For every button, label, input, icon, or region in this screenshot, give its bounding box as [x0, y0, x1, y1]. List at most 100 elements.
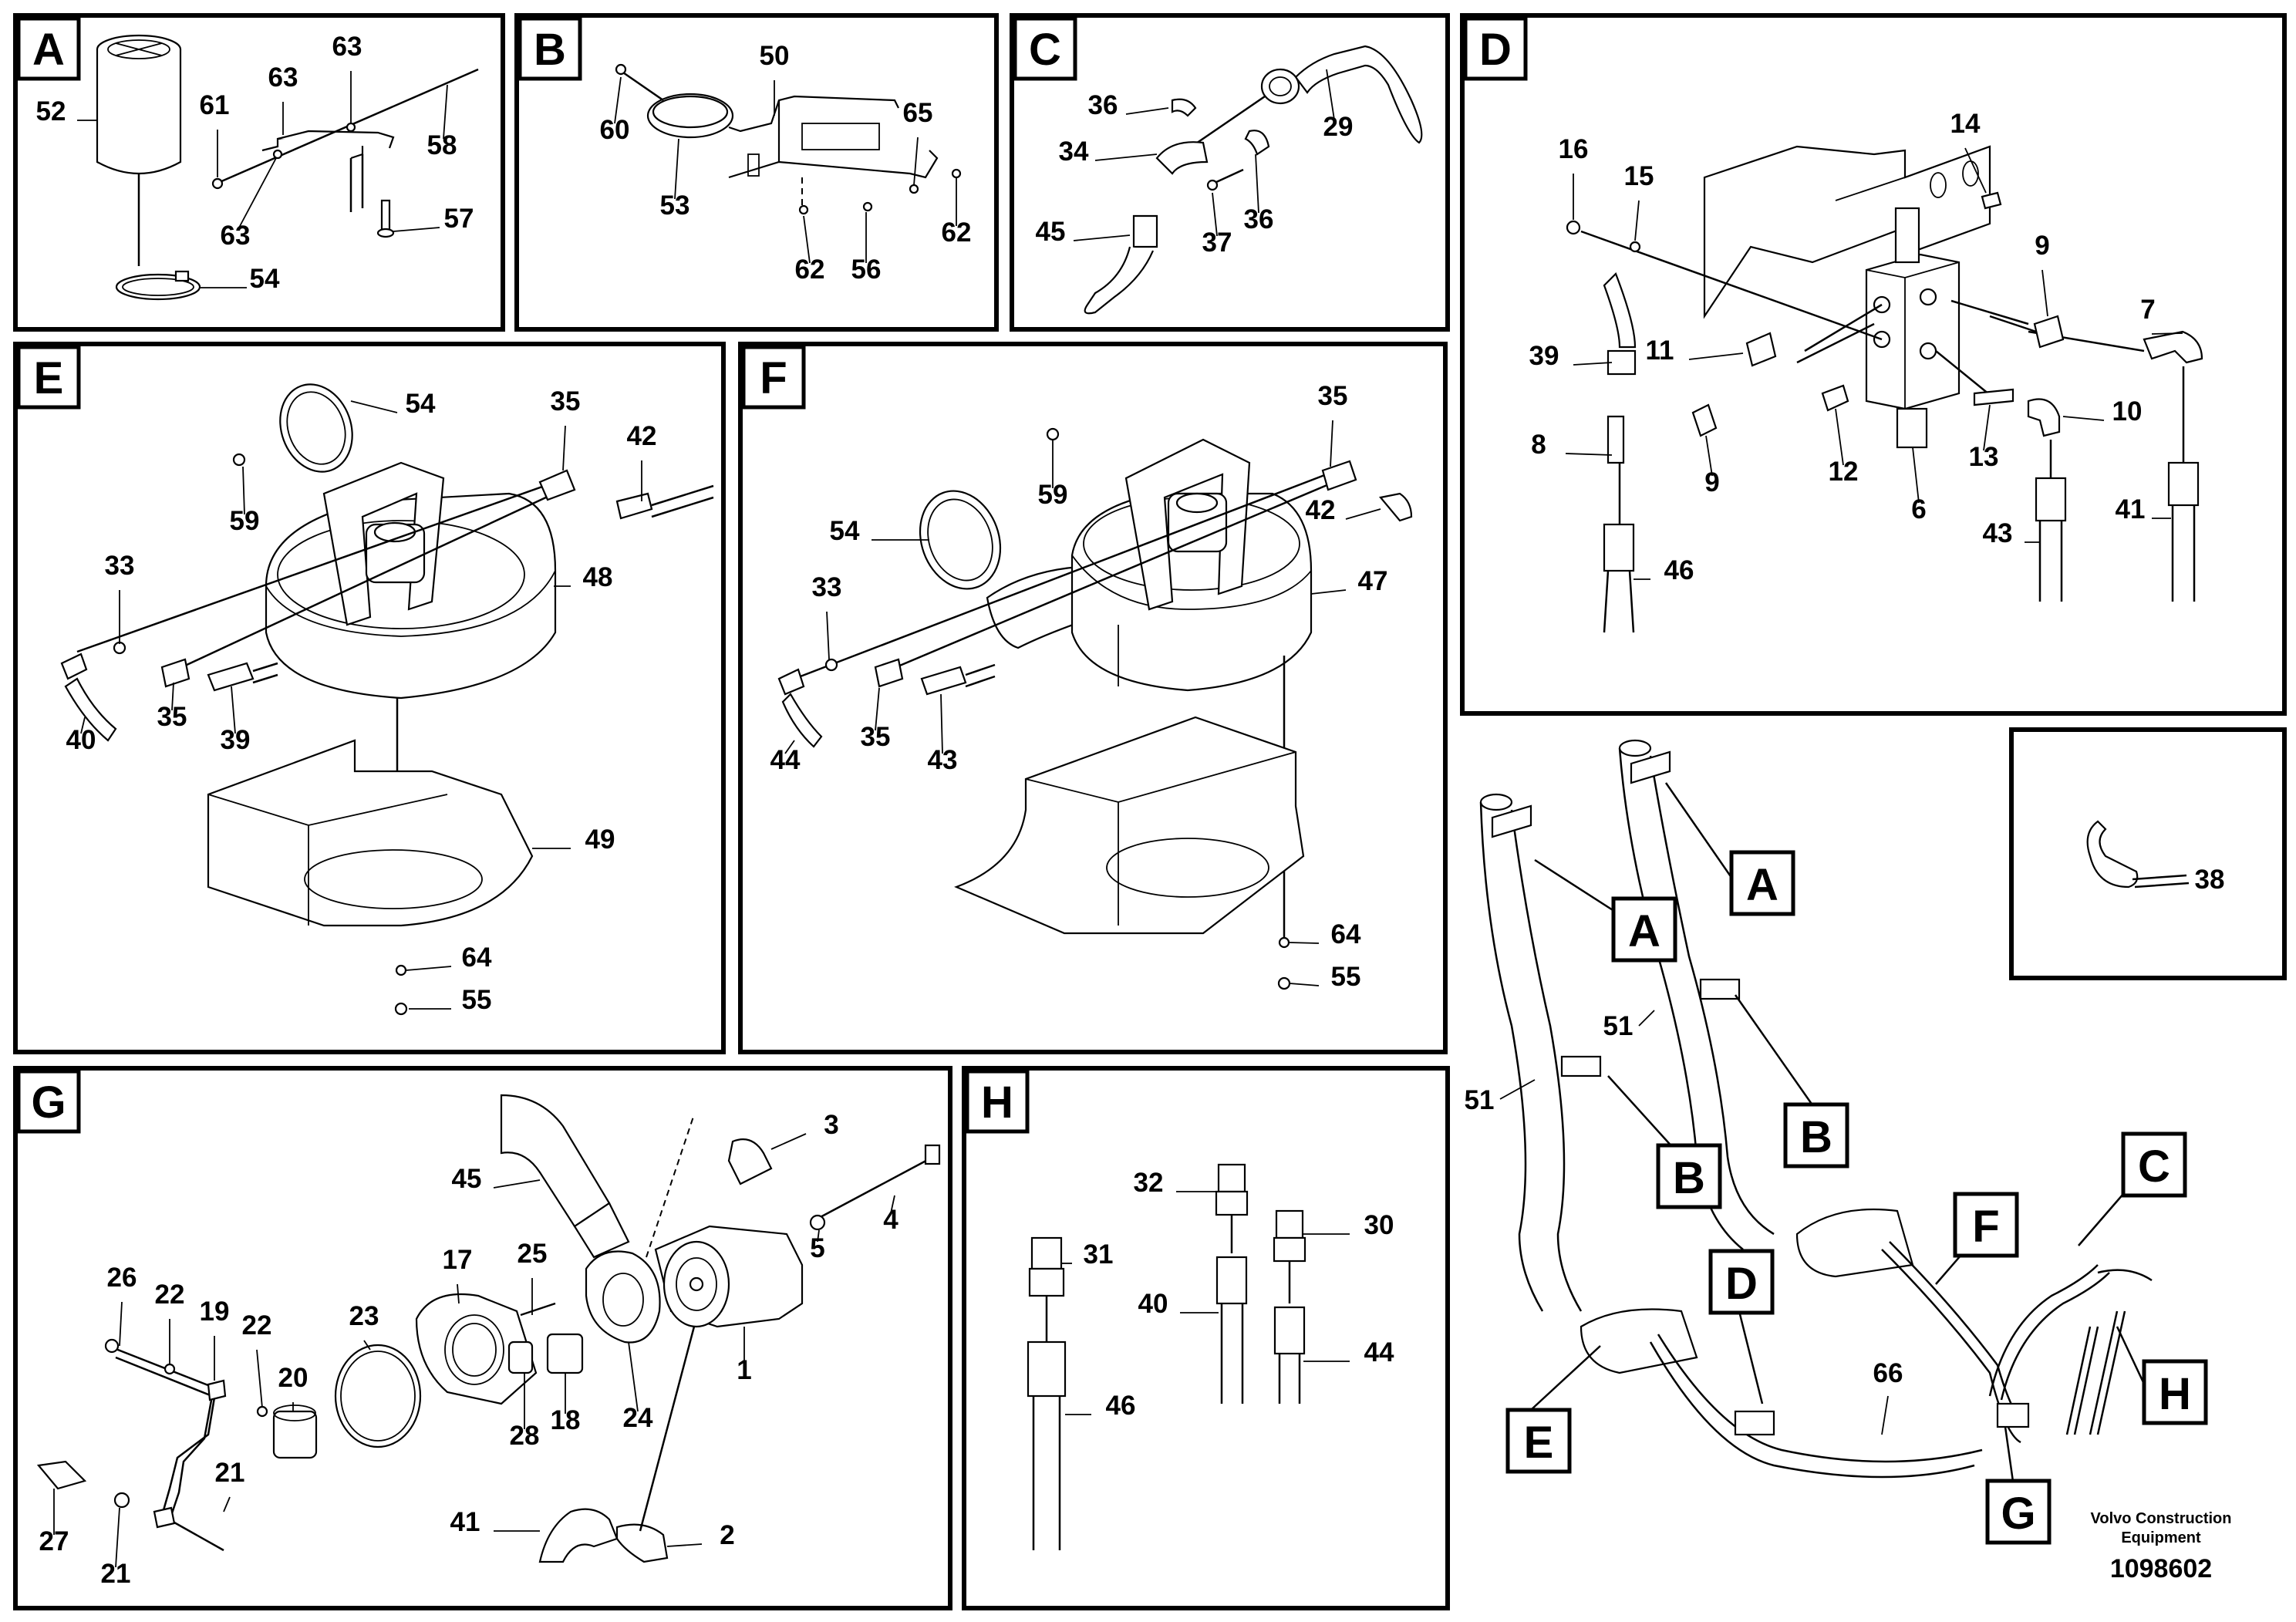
overview-part-51: 51 — [1465, 1085, 1495, 1115]
panel-d: D — [1460, 13, 2287, 716]
callout-panel-g-part-22: 22 — [155, 1280, 185, 1310]
footer-company-line1: Volvo Construction — [2091, 1510, 2232, 1527]
callout-panel-a-part-63: 63 — [268, 62, 298, 93]
callout-panel-a-part-54: 54 — [250, 264, 280, 294]
callout-panel-e-part-54: 54 — [406, 389, 436, 419]
leader-line — [913, 137, 919, 186]
tag-leader — [1530, 1345, 1601, 1411]
overview-tag-box — [1985, 1479, 2052, 1545]
callout-panel-g-part-25: 25 — [518, 1239, 548, 1269]
leader-line — [875, 687, 880, 731]
leader-line — [393, 227, 440, 232]
panel-e-tag: E — [34, 353, 64, 403]
leader-line — [803, 215, 811, 264]
tag-leader — [2078, 1187, 2129, 1246]
overview-tag-c: C — [2138, 1141, 2170, 1192]
callout-panel-f-part-35: 35 — [861, 722, 891, 752]
callout-panel-f-part-44: 44 — [770, 745, 801, 775]
overview-tag-box — [1611, 896, 1677, 963]
callout-panel-f-part-54: 54 — [830, 516, 860, 546]
callout-panel-h-part-32: 32 — [1134, 1168, 1164, 1198]
panel-c: C — [1010, 13, 1450, 332]
callout-panel-a-part-58: 58 — [427, 130, 457, 160]
callout-panel-a-part-57: 57 — [444, 204, 474, 234]
leader-line — [614, 76, 622, 124]
callout-panel-d-part-43: 43 — [1983, 518, 2013, 548]
overview-tag-h: H — [2159, 1369, 2191, 1419]
leader-line — [443, 84, 448, 140]
callout-panel-d-part-46: 46 — [1664, 555, 1694, 585]
callout-panel-g-part-4: 4 — [883, 1205, 899, 1235]
callout-panel-g-part-18: 18 — [551, 1405, 581, 1435]
overview-tag-box — [1505, 1408, 1572, 1474]
callout-panel-f-part-64: 64 — [1331, 919, 1361, 949]
panel-e: E — [13, 342, 726, 1054]
callout-panel-a-part-61: 61 — [200, 90, 230, 120]
callout-panel-b-part-62: 62 — [942, 218, 972, 248]
overview-tag-box — [1953, 1192, 2019, 1258]
leader-line — [890, 1195, 895, 1214]
callout-panel-e-part-40: 40 — [66, 725, 96, 755]
leader-line — [1983, 404, 1991, 451]
overview-assembly — [1479, 739, 2153, 1479]
leader-line — [493, 1179, 541, 1189]
inset-cable-tie — [2009, 727, 2287, 980]
callout-panel-g-part-21: 21 — [101, 1559, 131, 1589]
leader-line — [770, 1133, 807, 1150]
overview-tag-box — [1783, 1102, 1849, 1168]
overview-tag-box — [1656, 1143, 1722, 1209]
callout-panel-g-part-22: 22 — [242, 1310, 272, 1340]
callout-panel-g-part-24: 24 — [623, 1403, 653, 1433]
leader-line — [231, 686, 236, 734]
callout-panel-g-part-1: 1 — [737, 1355, 751, 1385]
callout-panel-g-part-3: 3 — [824, 1110, 838, 1140]
tag-leader — [1734, 994, 1822, 1117]
leader-line — [1289, 983, 1320, 986]
leader-line — [674, 138, 679, 200]
leader-line — [119, 1301, 123, 1347]
callout-panel-b-part-62: 62 — [795, 255, 825, 285]
callout-panel-f-part-55: 55 — [1331, 962, 1361, 992]
leader-line — [666, 1543, 703, 1547]
leader-line — [1326, 69, 1335, 120]
callout-panel-g-part-20: 20 — [278, 1363, 308, 1393]
leader-line — [1964, 147, 1987, 194]
callout-panel-f-part-42: 42 — [1306, 495, 1336, 525]
leader-line — [363, 1340, 371, 1351]
leader-line — [115, 1507, 120, 1568]
callout-panel-b-part-60: 60 — [600, 115, 630, 145]
leader-line — [1499, 1079, 1536, 1100]
callout-panel-g-part-17: 17 — [443, 1245, 473, 1275]
callout-panel-d-part-6: 6 — [1911, 494, 1926, 524]
leader-line — [1573, 362, 1613, 366]
callout-panel-d-part-41: 41 — [2116, 494, 2146, 524]
overview-part-51: 51 — [1603, 1011, 1633, 1041]
callout-panel-e-part-59: 59 — [230, 506, 260, 536]
overview-tag-box — [2142, 1359, 2208, 1425]
callout-panel-d-part-13: 13 — [1969, 442, 1999, 472]
leader-line — [1094, 153, 1158, 161]
panel-a-tag: A — [32, 25, 65, 75]
callout-panel-f-part-59: 59 — [1038, 480, 1068, 510]
leader-line — [1881, 1395, 1889, 1435]
panel-g: G — [13, 1066, 952, 1610]
leader-line — [1073, 234, 1131, 241]
callout-panel-h-part-46: 46 — [1106, 1391, 1136, 1421]
leader-line — [2151, 332, 2183, 335]
callout-panel-g-part-2: 2 — [720, 1520, 734, 1550]
callout-panel-d-part-16: 16 — [1559, 134, 1589, 164]
panel-c-tag: C — [1029, 25, 1061, 75]
overview-tag-a: A — [1746, 860, 1778, 910]
callout-panel-b-part-50: 50 — [760, 41, 790, 71]
overview-tag-box — [1708, 1249, 1775, 1315]
callout-panel-c-part-36: 36 — [1088, 90, 1118, 120]
callout-panel-g-part-21: 21 — [215, 1458, 245, 1488]
leader-line — [242, 466, 245, 515]
panel-f: F — [738, 342, 1448, 1054]
callout-panel-e-part-35: 35 — [551, 386, 581, 416]
leader-line — [1705, 435, 1713, 477]
callout-panel-c-part-45: 45 — [1036, 217, 1066, 247]
leader-line — [1345, 508, 1381, 520]
footer-drawing-number: 1098602 — [2110, 1554, 2212, 1583]
overview-tag-f: F — [1972, 1202, 1999, 1252]
